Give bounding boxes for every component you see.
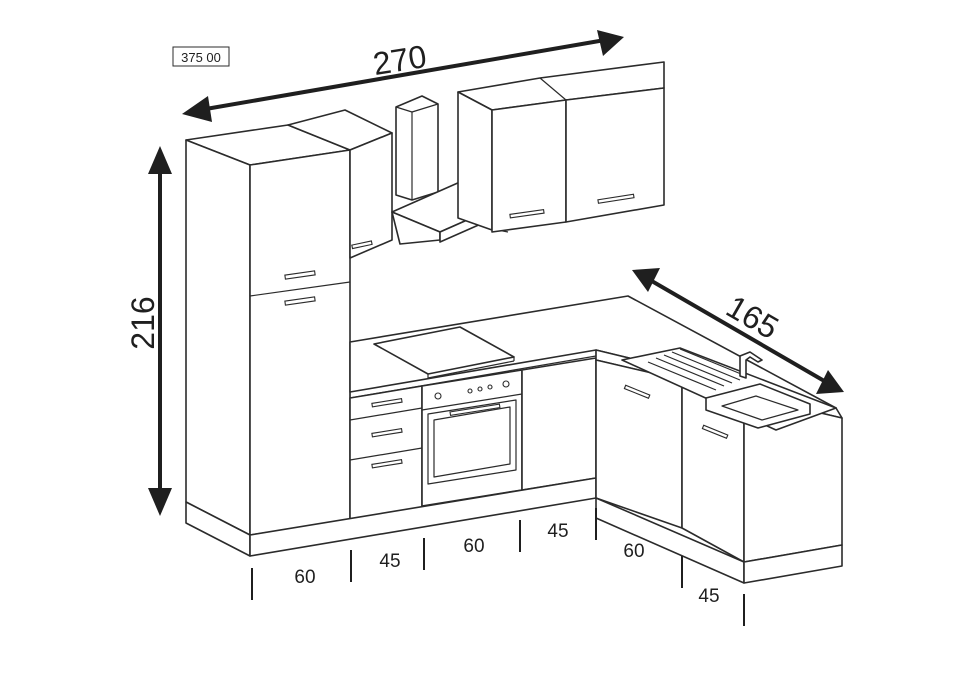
module-dimensions-side: 60 45 bbox=[623, 541, 745, 626]
side-handle-1 bbox=[623, 384, 651, 399]
wall-right-handle-2 bbox=[597, 193, 635, 204]
wall-right-handle-1 bbox=[509, 209, 545, 219]
module-width-3: 60 bbox=[463, 536, 484, 557]
product-code-text: 375 00 bbox=[181, 50, 221, 65]
oven-knob-2 bbox=[467, 388, 473, 394]
drawer-handle-2 bbox=[371, 428, 403, 438]
side-handle-2 bbox=[701, 424, 729, 439]
module-width-1: 60 bbox=[294, 567, 315, 588]
product-code-label: 375 00 bbox=[172, 46, 230, 67]
wall-cabinet-left bbox=[287, 109, 393, 259]
wall-left-handle bbox=[351, 240, 373, 250]
drawer-handle-3 bbox=[371, 459, 403, 469]
module-width-6: 45 bbox=[698, 586, 719, 607]
width-label: 270 bbox=[371, 38, 429, 82]
oven-knob-5 bbox=[502, 380, 510, 388]
module-width-4: 45 bbox=[547, 521, 568, 542]
dimension-width: 270 bbox=[182, 30, 624, 122]
hob bbox=[373, 326, 515, 379]
sink bbox=[621, 347, 837, 431]
module-width-2: 45 bbox=[379, 551, 400, 572]
module-width-5: 60 bbox=[623, 541, 644, 562]
base-cabinets-front bbox=[185, 357, 597, 557]
tall-lower-handle bbox=[284, 296, 316, 306]
height-label: 216 bbox=[125, 296, 161, 349]
drawer-handle-1 bbox=[371, 398, 403, 408]
dimension-height: 216 bbox=[125, 146, 172, 516]
tall-upper-handle bbox=[284, 270, 316, 280]
wall-cabinets-right bbox=[457, 61, 665, 233]
tall-cabinet bbox=[185, 124, 351, 536]
oven-knob-1 bbox=[434, 392, 442, 400]
oven-knob-4 bbox=[487, 384, 493, 390]
depth-label: 165 bbox=[720, 288, 784, 346]
sink-tap bbox=[739, 351, 763, 379]
module-dimensions-front: 60 45 60 45 bbox=[251, 508, 597, 600]
oven-handle bbox=[449, 403, 501, 417]
oven-knob-3 bbox=[477, 386, 483, 392]
